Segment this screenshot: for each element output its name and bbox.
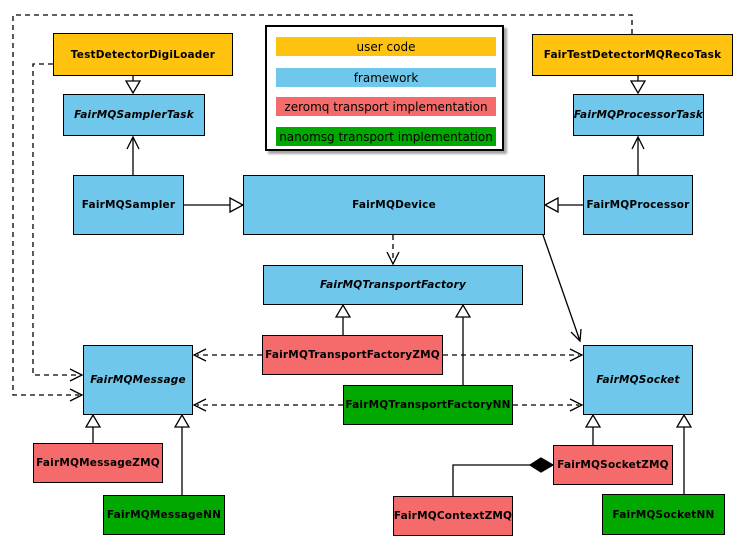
legend-label: nanomsg transport implementation — [279, 129, 493, 144]
node-label: TestDetectorDigiLoader — [70, 48, 216, 61]
edge-comp-contextzmq-socketzmq — [452, 457, 555, 496]
node-fairmq-transport-factory-zmq: FairMQTransportFactoryZMQ — [262, 335, 443, 375]
node-label: FairMQDevice — [352, 199, 436, 211]
node-label: FairMQSamplerTask — [74, 109, 194, 121]
node-label: FairMQMessageZMQ — [36, 457, 160, 469]
node-label: FairMQTransportFactoryNN — [345, 399, 511, 411]
edge-inherit-socketnn-socket — [675, 413, 693, 494]
legend-label: zeromq transport implementation — [284, 99, 488, 114]
node-label: FairMQSocketZMQ — [557, 459, 669, 471]
edge-inherit-digiloader-samplertask — [124, 76, 142, 95]
node-fair-test-detector-mq-reco-task: FairTestDetectorMQRecoTask — [532, 34, 733, 76]
node-label: FairMQContextZMQ — [393, 510, 513, 522]
legend-label: framework — [353, 70, 419, 85]
node-label: FairMQMessage — [90, 374, 186, 386]
node-label: FairMQSocketNN — [612, 508, 715, 521]
edge-assoc-sampler-samplertask — [126, 135, 140, 175]
node-fairmq-context-zmq: FairMQContextZMQ — [393, 496, 513, 536]
node-test-detector-digi-loader: TestDetectorDigiLoader — [53, 33, 233, 76]
edge-assoc-device-socket — [542, 234, 582, 343]
node-label: FairTestDetectorMQRecoTask — [543, 49, 722, 61]
node-label: FairMQSampler — [81, 199, 176, 211]
node-fairmq-message-nn: FairMQMessageNN — [103, 495, 225, 535]
edge-inherit-factoryzmq-transportfactory — [334, 303, 352, 335]
edge-inherit-factorynn-transportfactory — [454, 303, 472, 385]
edge-dep-recotask-message — [12, 14, 633, 402]
edge-dep-factorynn-message — [192, 398, 343, 412]
node-fairmq-socket: FairMQSocket — [583, 345, 693, 415]
edge-inherit-socketzmq-socket — [584, 413, 602, 445]
node-label: FairMQTransportFactory — [319, 279, 467, 291]
edge-dep-factorynn-socket — [513, 398, 584, 412]
node-fairmq-socket-nn: FairMQSocketNN — [602, 494, 725, 535]
node-label: FairMQProcessorTask — [573, 109, 704, 121]
edge-dep-device-transportfactory — [386, 235, 400, 266]
edge-inherit-sampler-device — [184, 196, 245, 214]
node-label: FairMQProcessor — [586, 199, 690, 211]
node-fairmq-device: FairMQDevice — [243, 175, 545, 235]
node-fairmq-message-zmq: FairMQMessageZMQ — [33, 443, 163, 483]
legend-label: user code — [356, 39, 416, 54]
node-fairmq-socket-zmq: FairMQSocketZMQ — [553, 445, 673, 485]
legend-item-framework: framework — [276, 68, 496, 87]
edge-inherit-messagezmq-message — [84, 413, 102, 443]
node-fairmq-processor: FairMQProcessor — [583, 175, 693, 235]
legend-item-nanomsg: nanomsg transport implementation — [276, 127, 496, 146]
edge-dep-factoryzmq-socket — [443, 348, 584, 362]
legend-item-user-code: user code — [276, 37, 496, 56]
node-label: FairMQTransportFactoryZMQ — [265, 349, 440, 361]
edge-dep-factoryzmq-message — [192, 348, 262, 362]
node-fairmq-message: FairMQMessage — [83, 345, 193, 415]
legend: user code framework zeromq transport imp… — [265, 25, 504, 151]
node-fairmq-sampler: FairMQSampler — [73, 175, 184, 235]
edge-inherit-recotask-processortask — [629, 76, 647, 95]
edge-inherit-messagenn-message — [173, 413, 191, 495]
edge-inherit-processor-device — [543, 196, 583, 214]
node-fairmq-sampler-task: FairMQSamplerTask — [63, 94, 205, 136]
edge-dep-digiloader-message — [32, 63, 84, 382]
edge-assoc-processor-processortask — [631, 135, 645, 175]
node-label: FairMQSocket — [596, 374, 680, 386]
node-label: FairMQMessageNN — [106, 509, 222, 521]
node-fairmq-transport-factory-nn: FairMQTransportFactoryNN — [343, 385, 513, 425]
legend-item-zeromq: zeromq transport implementation — [276, 97, 496, 116]
node-fairmq-transport-factory: FairMQTransportFactory — [263, 265, 523, 305]
node-fairmq-processor-task: FairMQProcessorTask — [573, 94, 704, 136]
